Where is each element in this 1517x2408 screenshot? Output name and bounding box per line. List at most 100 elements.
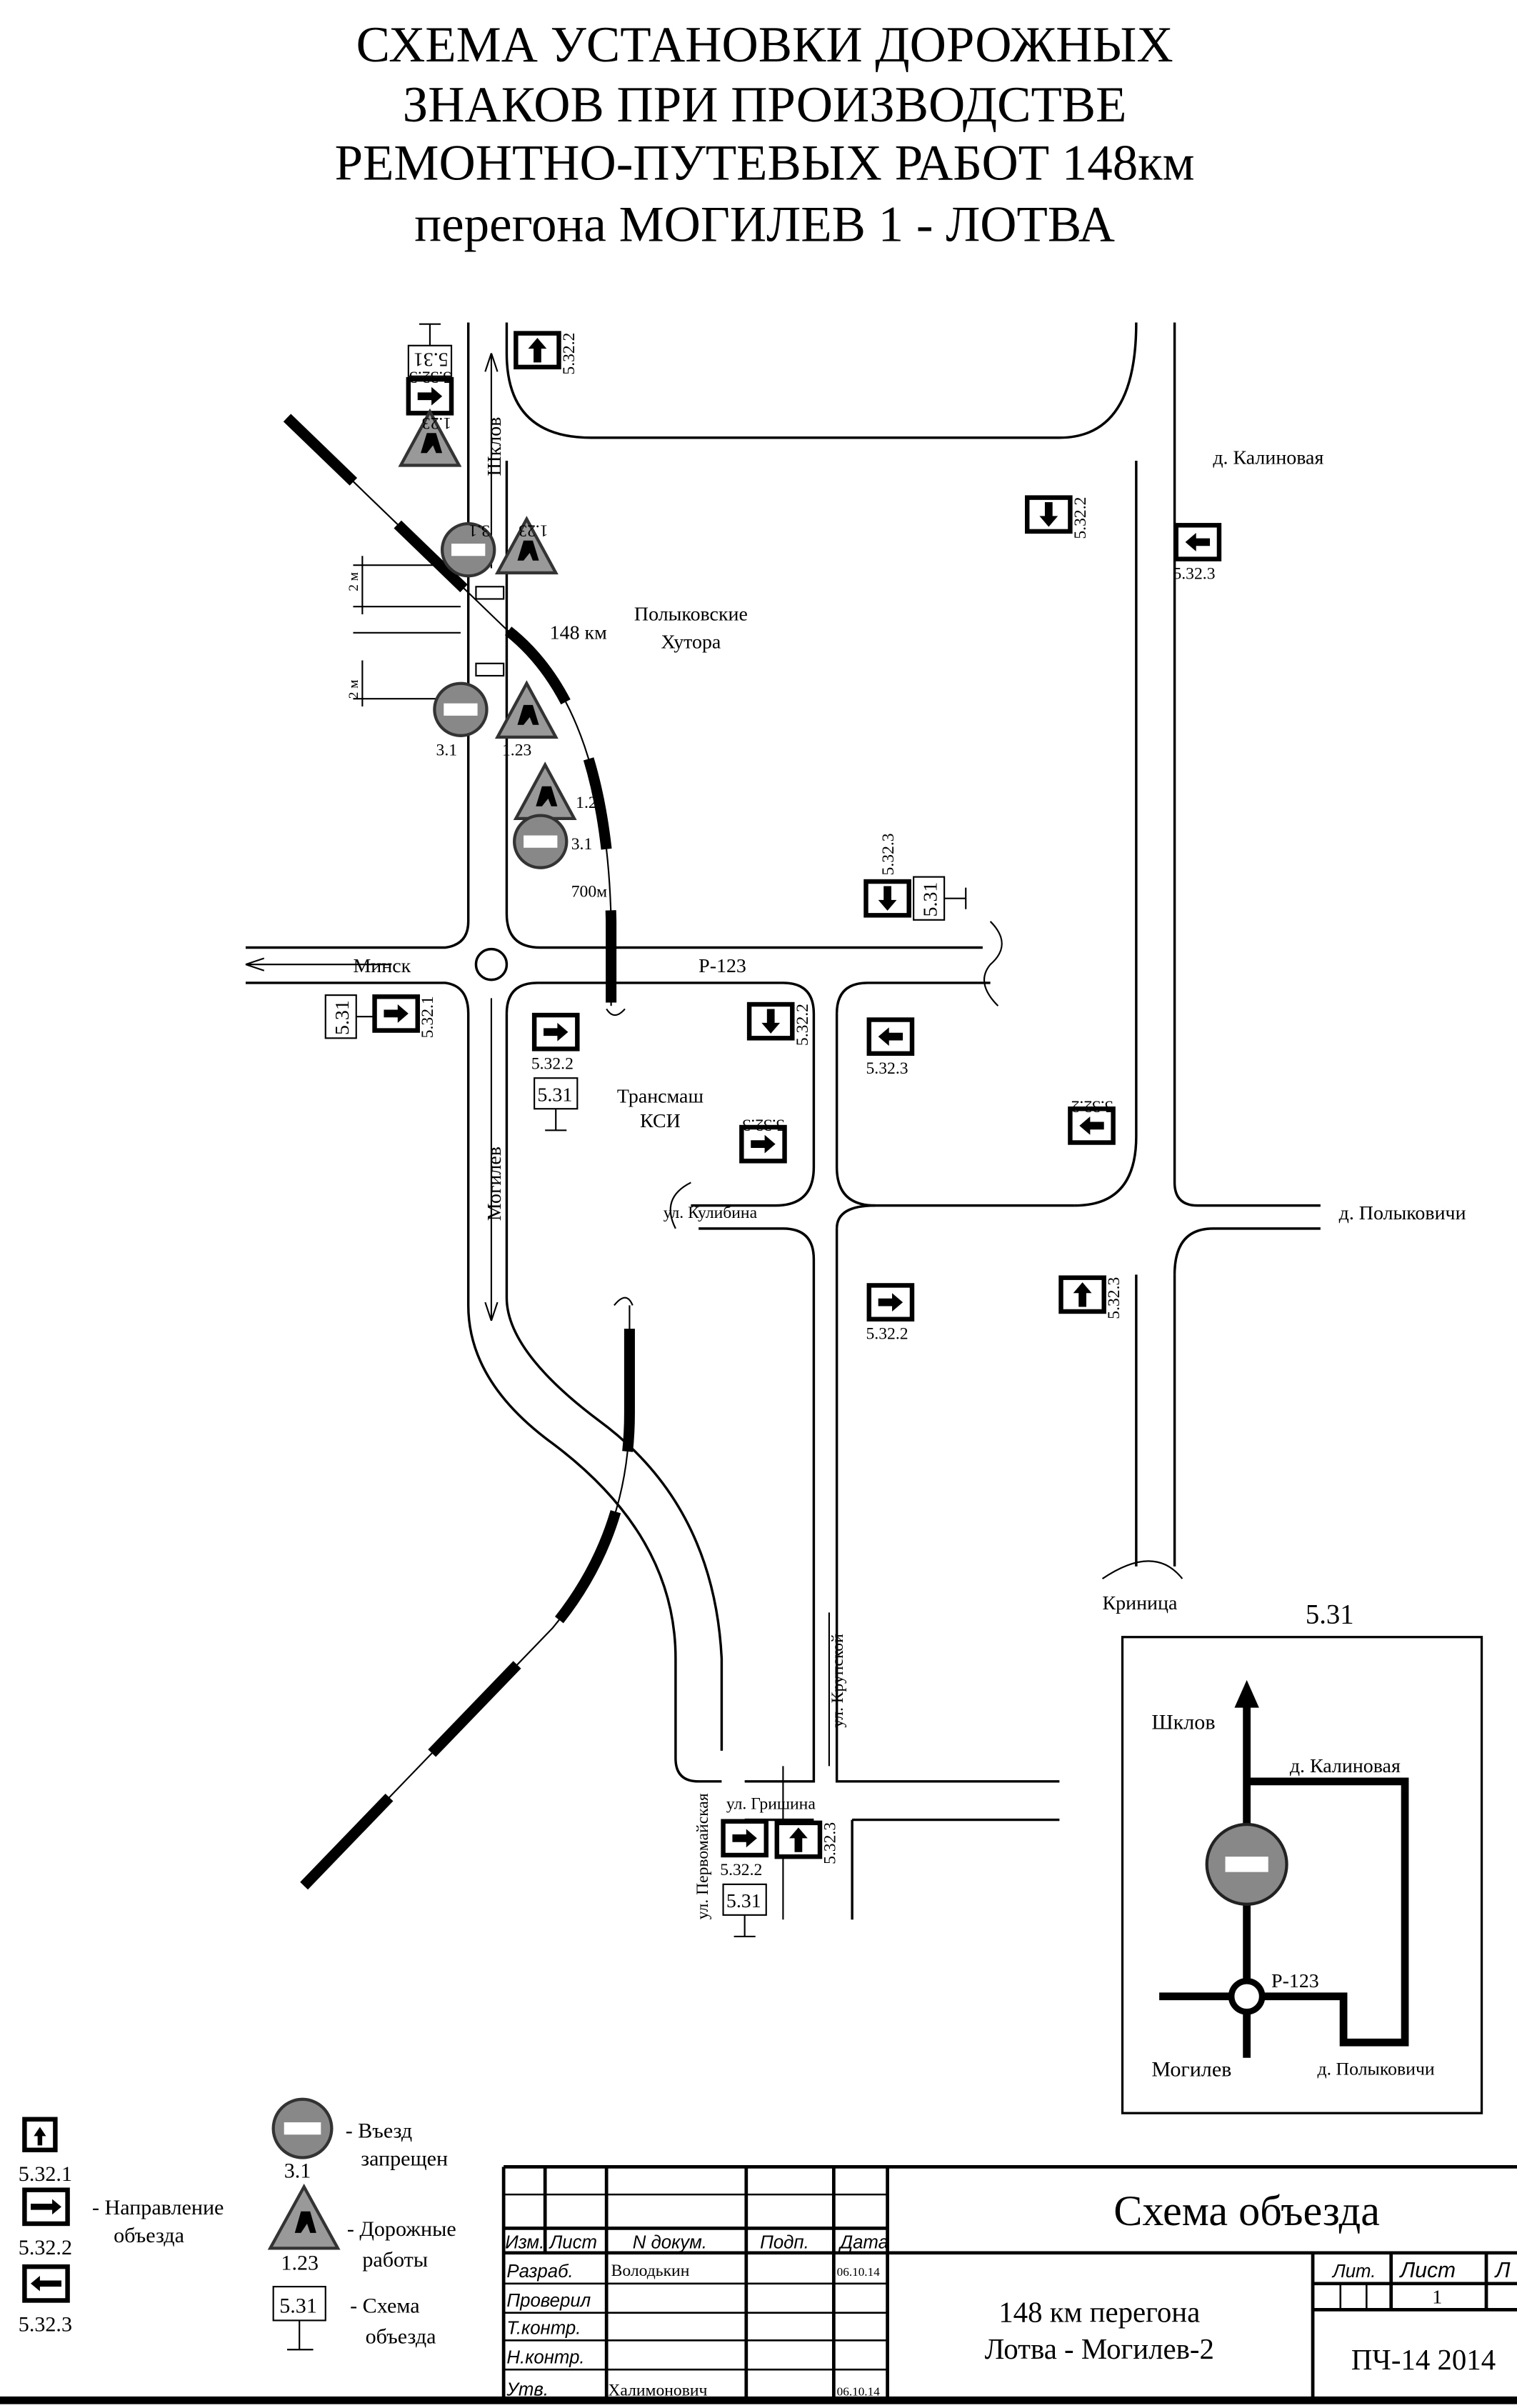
arrow-icon	[1073, 1282, 1092, 1307]
lit-label: Лит.	[1331, 2262, 1376, 2282]
legend-sign-5-32-2: 5.32.2	[19, 2187, 72, 2259]
row-date: 06.10.14	[837, 2385, 881, 2399]
row-role: Проверил	[506, 2291, 591, 2311]
row-role: Т.контр.	[506, 2319, 581, 2339]
roads	[245, 322, 1321, 1920]
title-line: РЕМОНТНО-ПУТЕВЫХ РАБОТ 148км	[335, 136, 1195, 191]
sign-code: 5.32.2	[1071, 1096, 1113, 1115]
road-works-sign: 1.23	[494, 680, 559, 760]
legend: 5.32.1 5.32.2 5.32.3 - Направление объез…	[19, 2097, 456, 2351]
arrow-icon	[751, 1134, 776, 1154]
sheets-label: Л	[1494, 2259, 1511, 2282]
sign-code: 5.31	[537, 1084, 572, 1106]
legend-no-entry-code: 3.1	[284, 2158, 311, 2182]
sign-code: 5.32.3	[742, 1115, 784, 1134]
detour-scheme-sign: 5.31	[324, 994, 379, 1039]
no-entry-sign: 3.1	[433, 681, 489, 760]
detour-up-sign: 5.32.3	[774, 1820, 839, 1864]
sign-code: 1.23	[422, 414, 451, 432]
sign-code: 5.32.2	[866, 1325, 908, 1344]
row-role: Утв.	[506, 2380, 549, 2400]
label-mogilev: Могилев	[484, 1146, 506, 1221]
inset-r123: Р-123	[1271, 1970, 1319, 1992]
detour-down-sign: 5.32.3	[863, 833, 911, 918]
no-entry-icon	[271, 2097, 334, 2159]
no-entry-sign: 3.1	[513, 814, 593, 869]
legend-no-entry-label: запрещен	[361, 2146, 448, 2170]
sign-post	[944, 887, 967, 909]
sign-code: 5.32.2	[531, 1054, 574, 1073]
sign-post	[545, 1109, 567, 1131]
inset-polykovichi: д. Полыковичи	[1318, 2058, 1435, 2079]
label-148km: 148 км	[550, 621, 607, 644]
detour-down-sign: 5.32.2	[1024, 495, 1090, 539]
row-name: Халимонович	[608, 2382, 707, 2400]
arrow-up-icon	[1234, 1679, 1259, 1708]
sign-code: 5.31	[331, 1000, 354, 1035]
no-entry-icon	[1205, 1822, 1288, 1906]
legend-detour-code: 5.31	[279, 2294, 317, 2318]
label-minsk: Минск	[353, 955, 411, 977]
sign-code: 1.23	[519, 521, 548, 539]
inset-shklov: Шклов	[1151, 1710, 1215, 1734]
label-r123: Р-123	[699, 955, 746, 977]
label-polykovskie: Полыковские	[634, 604, 748, 626]
label-grishina: ул. Гришина	[726, 1795, 816, 1814]
legend-code: 5.32.2	[19, 2235, 72, 2259]
detour-down-sign: 5.32.2	[746, 1001, 812, 1046]
label-polykovichi: д. Полыковичи	[1339, 1202, 1466, 1224]
inset-kalinovaya: д. Калиновая	[1290, 1755, 1401, 1777]
arrow-icon	[878, 886, 897, 911]
arrow-icon	[1185, 533, 1211, 551]
arrow-icon	[544, 1022, 569, 1041]
label-2m: 2 м	[346, 572, 361, 591]
sign-post	[419, 323, 441, 346]
label-khutora: Хутора	[661, 631, 721, 653]
legend-sign-5-32-1: 5.32.1	[19, 2117, 72, 2186]
detour-right-sign: 5.32.3	[739, 1115, 787, 1164]
label-ksi: КСИ	[640, 1110, 681, 1132]
subject-line: 148 км перегона	[998, 2297, 1200, 2329]
worker-icon	[421, 433, 443, 454]
arrow-right-icon	[30, 2199, 61, 2215]
header-list: Лист	[549, 2232, 597, 2252]
legend-code: 5.32.3	[19, 2312, 72, 2336]
detour-scheme-sign: 5.31	[722, 1883, 767, 1938]
sheet-value: 1	[1432, 2287, 1442, 2309]
sign-code: 1.23	[576, 794, 605, 812]
detour-right-sign: 5.32.2	[531, 1012, 580, 1073]
road-works-sign: 1.23	[494, 516, 559, 575]
sign-code: 3.1	[571, 835, 593, 854]
header-date: Дата	[838, 2232, 888, 2252]
legend-sign-5-32-3: 5.32.3	[19, 2264, 72, 2336]
sign-code: 5.32.3	[879, 833, 898, 875]
no-entry-sign: 3.1	[440, 521, 496, 578]
arrow-icon	[788, 1827, 808, 1852]
place-labels: д. Калиновая Полыковские Хутора 148 км М…	[346, 417, 1466, 1920]
inset-heading: 5.31	[1306, 1599, 1354, 1629]
legend-road-works-label: работы	[362, 2247, 428, 2272]
legend-code: 5.32.1	[19, 2162, 72, 2186]
label-kalinovaya: д. Калиновая	[1213, 446, 1323, 469]
row-role: Разраб.	[506, 2262, 573, 2282]
worker-icon	[517, 540, 539, 561]
header-doc: N докум.	[633, 2232, 707, 2252]
sign-code: 5.31	[414, 349, 449, 371]
detour-right-sign: 5.32.2	[720, 1819, 768, 1879]
label-kulibina: ул. Кулибина	[664, 1204, 758, 1222]
arrow-icon	[1079, 1116, 1104, 1135]
arrow-icon	[417, 386, 443, 406]
legend-road-works-label: - Дорожные	[347, 2217, 456, 2241]
row-date: 06.10.14	[837, 2265, 881, 2279]
subject-line: Лотва - Могилев-2	[985, 2333, 1214, 2365]
label-shklov: Шклов	[484, 417, 506, 476]
sign-code: 5.31	[919, 882, 941, 917]
arrow-icon	[878, 1293, 903, 1312]
sign-code: 5.32.1	[419, 996, 437, 1038]
detour-up-sign: 5.32.3	[1058, 1275, 1123, 1319]
arrow-up-icon	[34, 2127, 46, 2146]
title-line: СХЕМА УСТАНОВКИ ДОРОЖНЫХ	[356, 17, 1173, 73]
legend-direction-label: - Направление	[92, 2195, 224, 2219]
sign-code: 5.32.2	[1071, 497, 1090, 539]
